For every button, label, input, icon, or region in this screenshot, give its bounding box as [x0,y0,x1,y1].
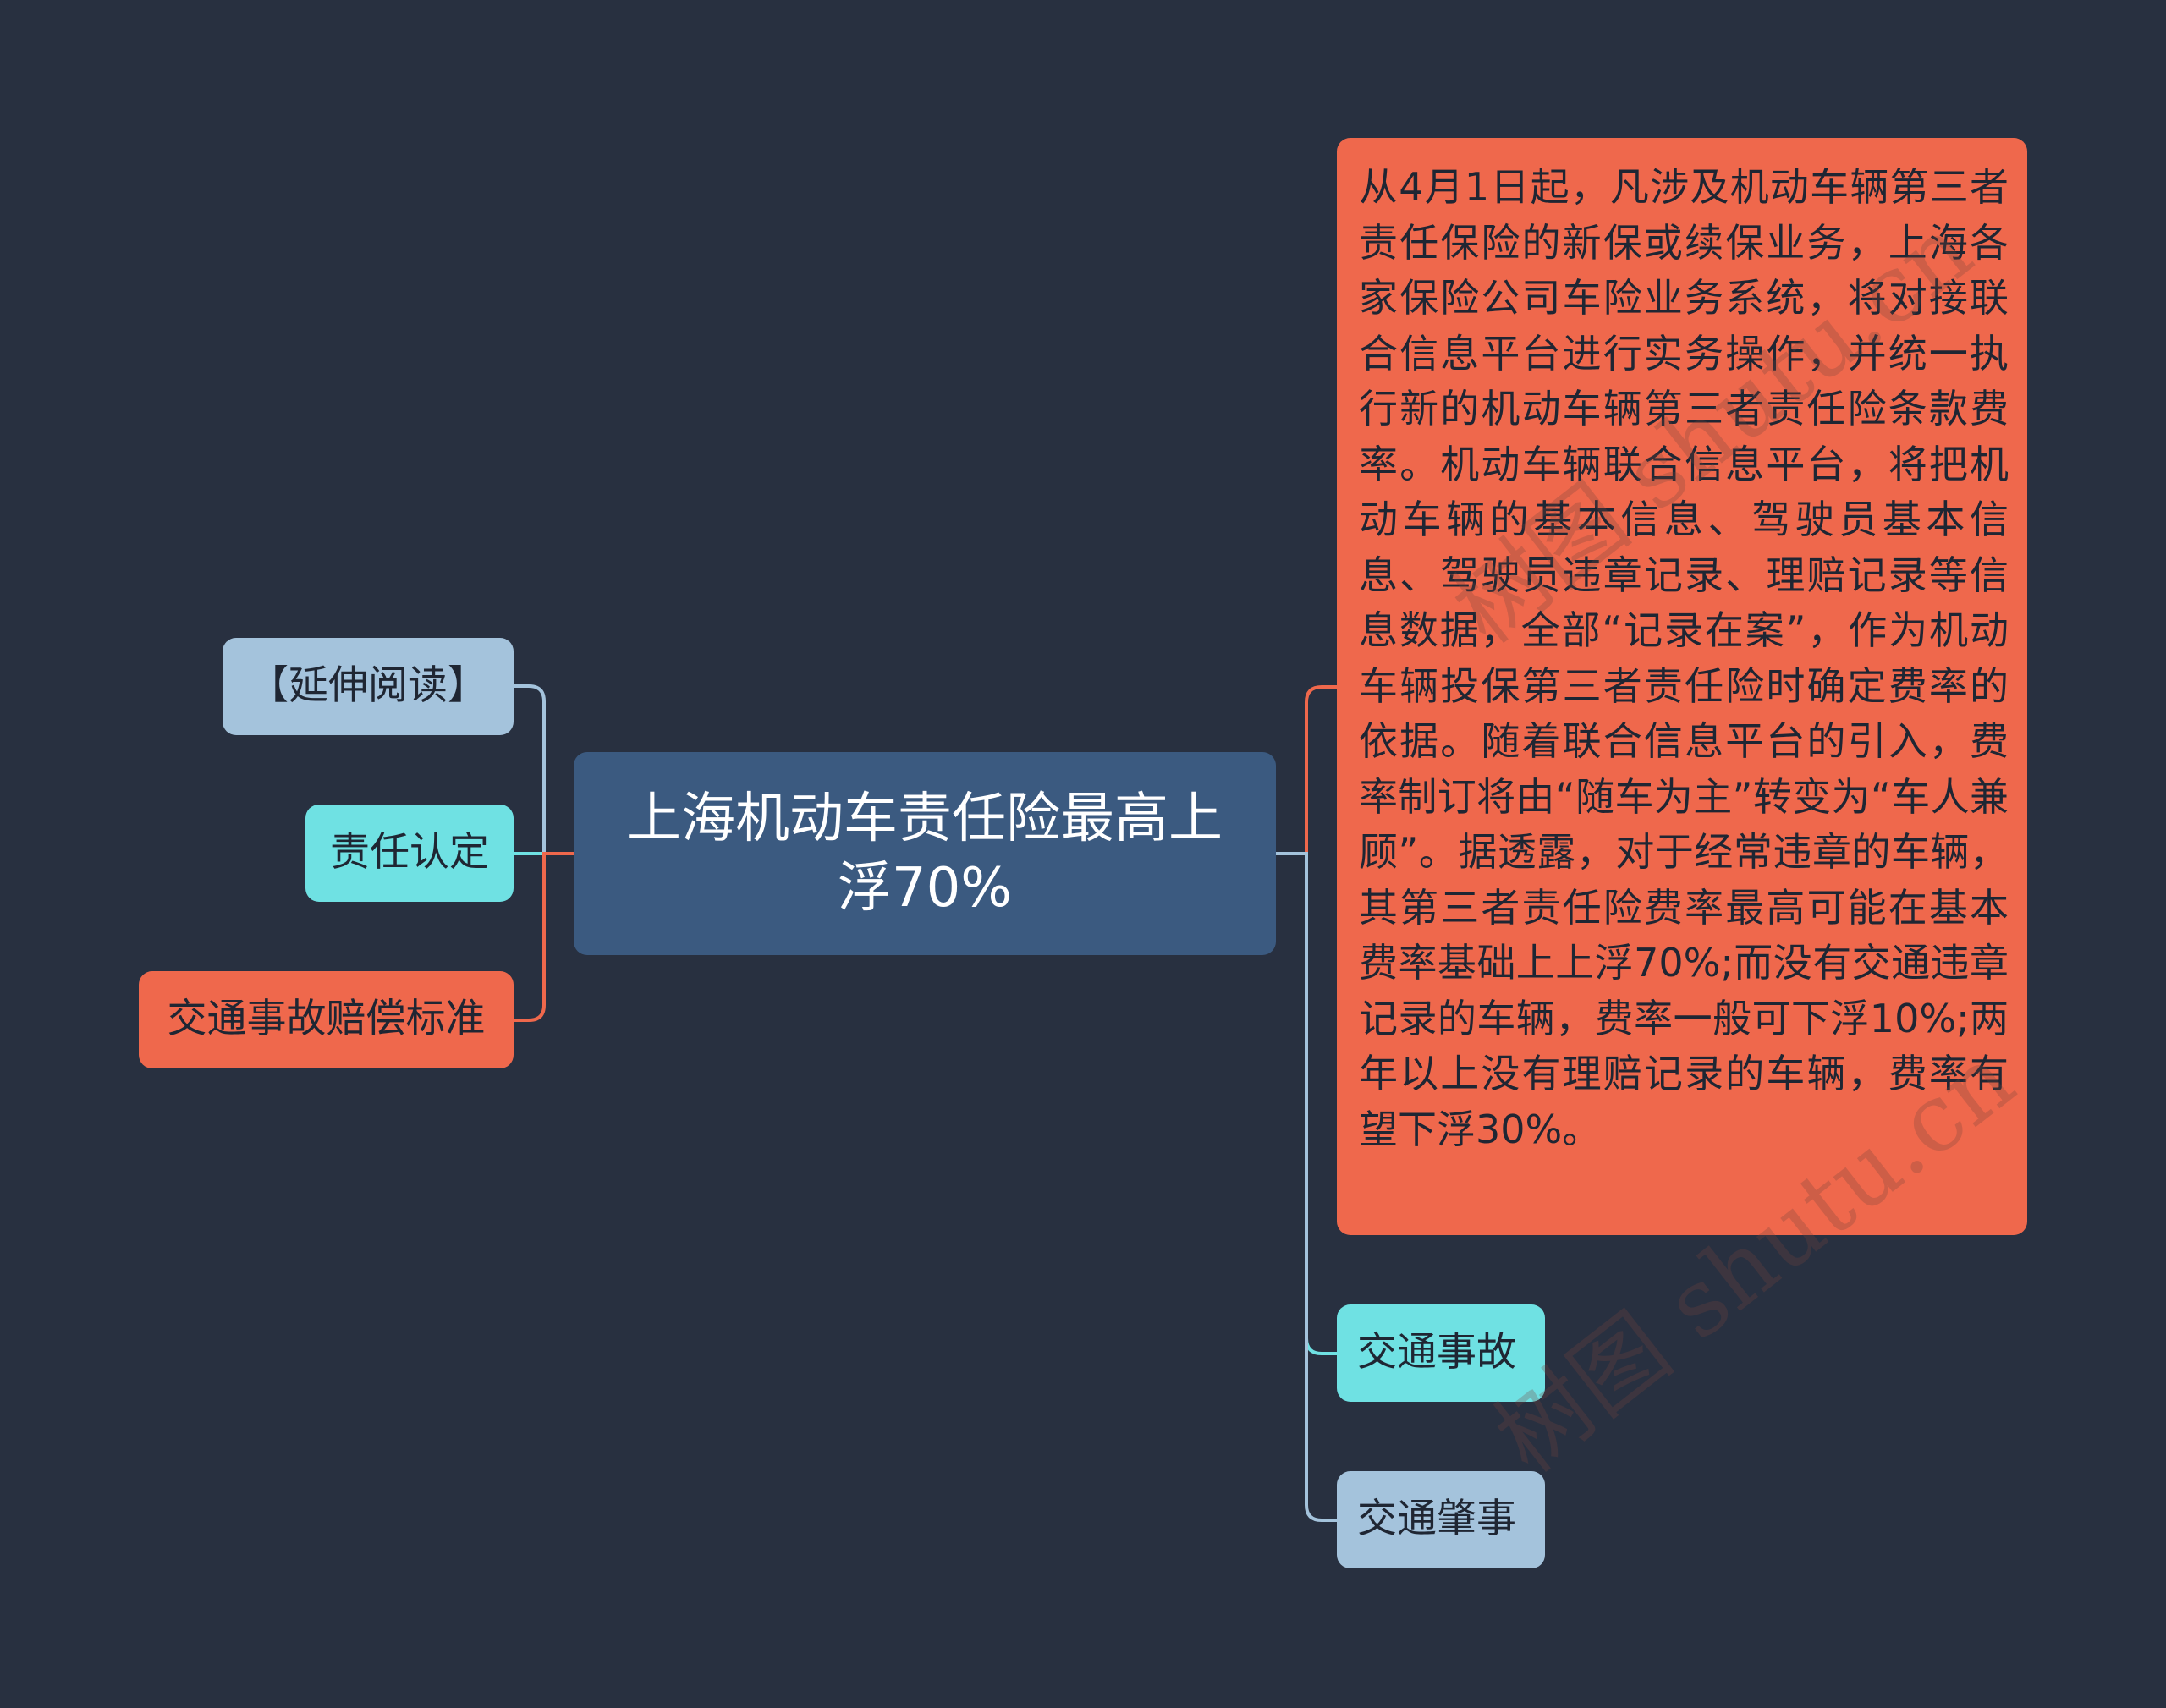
node-label: 交通事故 [1357,1329,1516,1376]
node-label: 【延伸阅读】 [249,662,487,710]
connector-zhaoshi [1276,852,1337,1522]
node-label: 交通肇事 [1357,1496,1516,1543]
connector-yanshen [514,684,574,855]
node-label: 交通事故赔偿标准 [167,996,486,1043]
central-topic-label: 上海机动车责任险最高上浮70% [627,788,1223,920]
node-jiaotong-shigu-peichang[interactable]: 交通事故赔偿标准 [139,971,514,1068]
central-topic-node[interactable]: 上海机动车责任险最高上浮70% [574,752,1276,955]
node-zeren-rending[interactable]: 责任认定 [305,805,514,902]
node-jiaotong-zhaoshi[interactable]: 交通肇事 [1337,1471,1545,1568]
node-yanshen-yuedu[interactable]: 【延伸阅读】 [223,638,514,735]
connector-article [1276,685,1337,855]
connector-jiaotong-pei [514,852,574,1022]
node-jiaotong-shigu[interactable]: 交通事故 [1337,1304,1545,1402]
node-article-text[interactable]: 从4月1日起，凡涉及机动车辆第三者责任保险的新保或续保业务，上海各家保险公司车险… [1337,138,2027,1235]
node-label: 责任认定 [330,829,489,876]
article-text: 从4月1日起，凡涉及机动车辆第三者责任保险的新保或续保业务，上海各家保险公司车险… [1359,164,2009,1152]
